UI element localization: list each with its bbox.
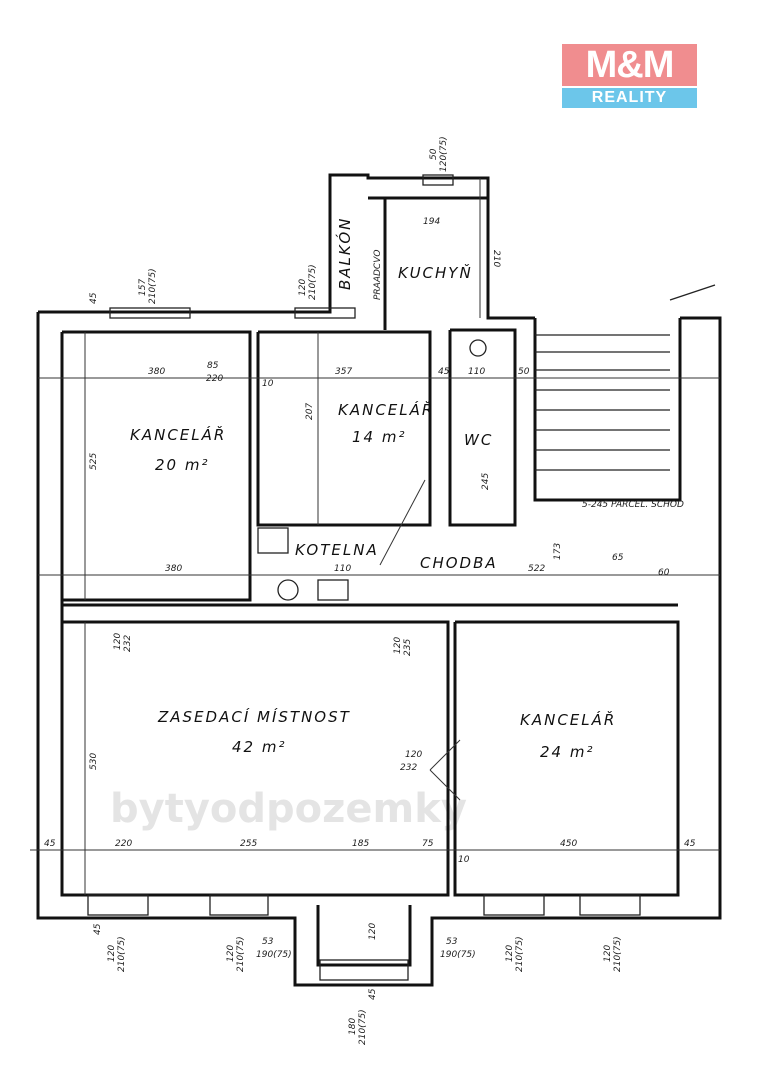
dim: 380 xyxy=(165,564,182,574)
dim: 210(75) xyxy=(117,936,127,972)
mm-reality-logo: M&M REALITY xyxy=(562,44,697,108)
dim: 120 xyxy=(113,633,123,650)
dim: 210(75) xyxy=(148,268,158,304)
dim: 380 xyxy=(148,367,165,377)
dim: 65 xyxy=(612,553,624,563)
balcony-label: BALKÓN xyxy=(335,217,354,290)
dim: 210 xyxy=(491,250,501,267)
dim: 50 xyxy=(518,367,530,377)
boiler-icon xyxy=(277,579,299,601)
dim: 120 xyxy=(405,750,422,760)
dim: 245 xyxy=(481,473,491,490)
windows xyxy=(87,174,641,981)
dim: 235 xyxy=(403,639,413,656)
dim: 185 xyxy=(352,839,369,849)
office1-area: 20 m² xyxy=(155,456,209,474)
dim: 210(75) xyxy=(236,936,246,972)
office2-label: KANCELÁŘ xyxy=(338,400,434,419)
dim: 207 xyxy=(305,403,315,420)
dim: 50 xyxy=(429,148,439,160)
dimension-lines xyxy=(30,178,720,895)
dim: 120 xyxy=(298,279,308,296)
fixtures xyxy=(257,339,487,801)
dim: 10 xyxy=(262,379,274,389)
dim: 357 xyxy=(335,367,352,377)
dim: 53 xyxy=(446,937,458,947)
dim: 255 xyxy=(240,839,257,849)
office2-area: 14 m² xyxy=(352,428,406,446)
boiler-unit xyxy=(257,527,289,554)
pantry-label: PRAADCVO xyxy=(373,250,383,300)
dim: 120 xyxy=(107,945,117,962)
dim: 220 xyxy=(206,374,223,384)
dim: 120(75) xyxy=(439,136,449,172)
wc-label: WC xyxy=(464,431,493,449)
dim: 232 xyxy=(400,763,417,773)
dim: 522 xyxy=(528,564,545,574)
dim: 190(75) xyxy=(440,950,476,960)
dim: 210(75) xyxy=(308,264,318,300)
meeting-room-area: 42 m² xyxy=(232,738,286,756)
dim: 525 xyxy=(89,453,99,470)
office3-label: KANCELÁŘ xyxy=(520,710,616,729)
dim: 157 xyxy=(138,279,148,296)
dim: 85 xyxy=(207,361,219,371)
dim: 210(75) xyxy=(613,936,623,972)
dim: 450 xyxy=(560,839,577,849)
dim: 60 xyxy=(658,568,670,578)
dim: 530 xyxy=(89,753,99,770)
dim: 120 xyxy=(368,923,378,940)
kitchen-label: KUCHYŇ xyxy=(398,263,473,282)
dim: 173 xyxy=(553,543,563,560)
dim: 180 xyxy=(348,1018,358,1035)
boiler-label: KOTELNA xyxy=(295,541,379,559)
dim: 53 xyxy=(262,937,274,947)
dim: 220 xyxy=(115,839,132,849)
staircase xyxy=(535,284,716,471)
dim: 120 xyxy=(226,945,236,962)
dim: 120 xyxy=(603,945,613,962)
dim: 110 xyxy=(468,367,485,377)
dim: 232 xyxy=(123,635,133,652)
logo-tagline: REALITY xyxy=(562,88,697,108)
toilet-icon xyxy=(469,339,487,357)
dim: 45 xyxy=(44,839,56,849)
dim: 45 xyxy=(93,923,103,935)
logo-brand: M&M xyxy=(562,44,697,86)
dim: 45 xyxy=(368,988,378,1000)
dim: 194 xyxy=(423,217,440,227)
dim: 10 xyxy=(458,855,470,865)
dim: 190(75) xyxy=(256,950,292,960)
dim: 45 xyxy=(684,839,696,849)
dim: 210(75) xyxy=(515,936,525,972)
office1-label: KANCELÁŘ xyxy=(130,425,226,444)
dimension-labels: 50 120(75) 194 210 120 210(75) 45 157 21… xyxy=(44,136,696,1045)
dim: 45 xyxy=(438,367,450,377)
dim: 5-245 PARCEL. SCHOD xyxy=(582,500,684,510)
dim: 120 xyxy=(393,637,403,654)
dim: 75 xyxy=(422,839,434,849)
dim: 45 xyxy=(89,292,99,304)
watermark: bytyodpozemky xyxy=(110,786,467,832)
dim: 210(75) xyxy=(358,1009,368,1045)
meeting-room-label: ZASEDACÍ MÍSTNOST xyxy=(157,707,351,726)
dim: 120 xyxy=(505,945,515,962)
office3-area: 24 m² xyxy=(540,743,594,761)
corridor-label: CHODBA xyxy=(420,554,498,572)
dim: 110 xyxy=(334,564,351,574)
outer-walls xyxy=(36,173,722,987)
